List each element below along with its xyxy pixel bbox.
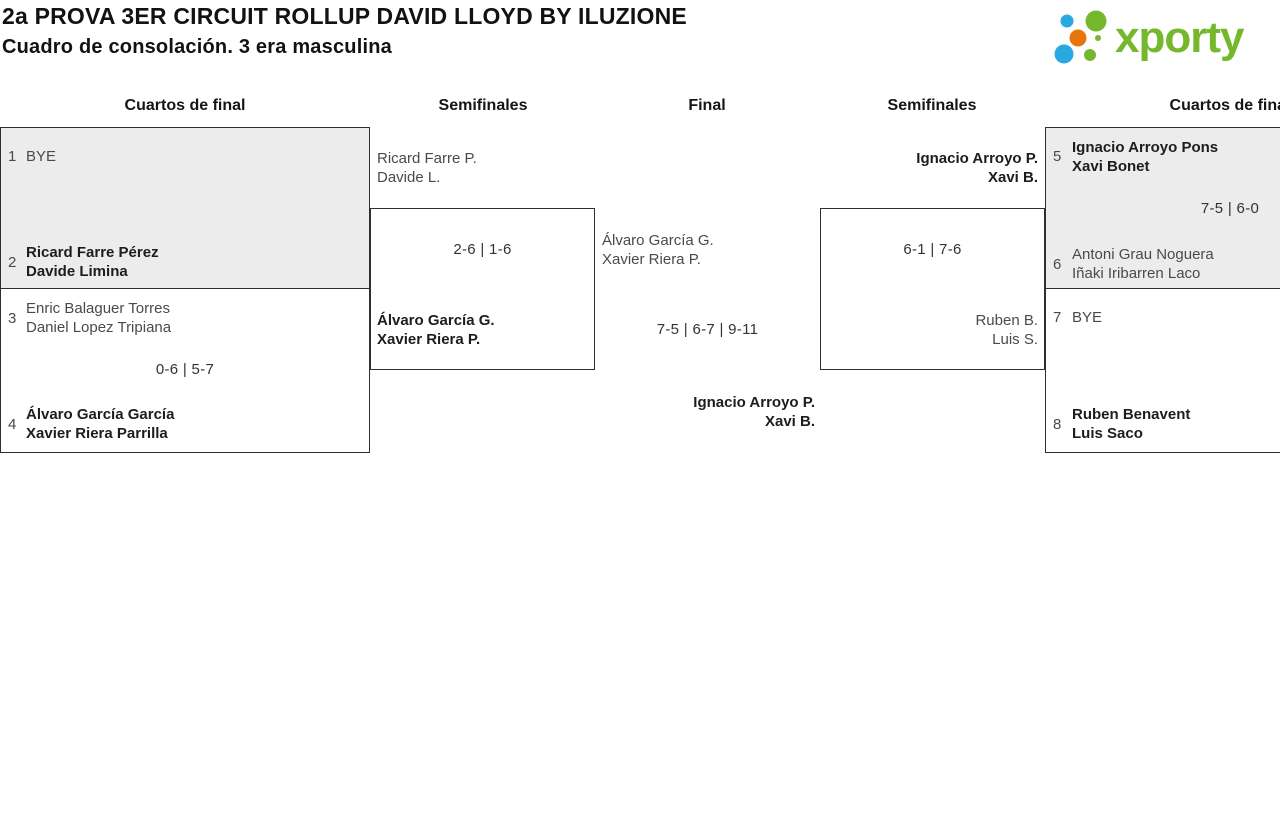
final-bottom-team: Ignacio Arroyo P. Xavi B. [595, 393, 815, 431]
match-box-qf-right-1 [1045, 127, 1280, 289]
team-name-line: Davide Limina [26, 263, 128, 280]
team-name-line: BYE [26, 148, 57, 165]
sf-left-top-team: Ricard Farre P. Davide L. [377, 149, 477, 187]
qf-left-2-bottom-team: Álvaro García García Xavier Riera Parril… [26, 405, 174, 443]
final-top-team: Álvaro García G. Xavier Riera P. [602, 231, 714, 269]
round-label-semifinals-left: Semifinales [438, 97, 528, 114]
logo-dot-blue-small-icon [1060, 14, 1074, 28]
sf-right-top-team: Ignacio Arroyo P. Xavi B. [820, 149, 1038, 187]
qf-left-1-top-team: BYE [26, 147, 56, 166]
team-name-line: Xavier Riera Parrilla [26, 425, 168, 442]
team-name-line: Ricard Farre Pérez [26, 244, 159, 261]
xporty-logo[interactable]: xporty [1043, 0, 1280, 70]
team-name-line: Enric Balaguer Torres [26, 300, 170, 317]
match-score: 2-6 | 1-6 [453, 241, 512, 258]
team-name-line: Daniel Lopez Tripiana [26, 319, 172, 336]
team-name-line: Álvaro García G. [377, 312, 495, 329]
team-name-line: Iñaki Iribarren Laco [1072, 265, 1201, 282]
logo-dot-green-tiny-icon [1095, 35, 1101, 41]
qf-left-2-top-team: Enric Balaguer Torres Daniel Lopez Tripi… [26, 299, 171, 337]
team-name-line: Ignacio Arroyo P. [693, 394, 815, 411]
team-name-line: Ignacio Arroyo Pons [1072, 139, 1219, 156]
seed-number: 1 [8, 148, 17, 165]
match-box-qf-left-2 [0, 288, 370, 453]
match-box-sf-right [820, 208, 1045, 370]
seed-number: 7 [1053, 309, 1062, 326]
seed-number: 8 [1053, 416, 1062, 433]
round-label-final: Final [688, 97, 726, 114]
match-score: 6-1 | 7-6 [903, 241, 962, 258]
qf-right-2-bottom-team: Ruben Benavent Luis Saco [1072, 405, 1190, 443]
team-name-line: Xavi B. [764, 413, 815, 430]
team-name-line: Xavi B. [987, 169, 1038, 186]
seed-number: 6 [1053, 256, 1062, 273]
match-score: 0-6 | 5-7 [155, 361, 215, 378]
logo-dot-blue-large-icon [1054, 44, 1074, 64]
sf-right-bottom-team: Ruben B. Luis S. [820, 311, 1038, 349]
team-name-line: Ruben B. [975, 312, 1038, 329]
logo-dot-orange-icon [1069, 29, 1087, 47]
team-name-line: Antoni Grau Noguera [1072, 246, 1214, 263]
round-label-quarterfinals-right: Cuartos de final [1169, 97, 1280, 114]
team-name-line: Xavier Riera P. [602, 251, 701, 268]
match-box-sf-left [370, 208, 595, 370]
seed-number: 2 [8, 254, 17, 271]
team-name-line: Luis Saco [1072, 425, 1143, 442]
page-subtitle: Cuadro de consolación. 3 era masculina [2, 36, 392, 58]
team-name-line: Ricard Farre P. [377, 150, 477, 167]
team-name-line: Davide L. [377, 169, 441, 186]
qf-right-2-top-team: BYE [1072, 308, 1102, 327]
team-name-line: Luis S. [992, 331, 1038, 348]
match-box-qf-left-1 [0, 127, 370, 289]
team-name-line: Álvaro García G. [602, 232, 714, 249]
team-name-line: BYE [1072, 309, 1103, 326]
logo-dot-green-large-icon [1085, 10, 1107, 32]
team-name-line: Ruben Benavent [1072, 406, 1191, 423]
xporty-logo-text: xporty [1115, 13, 1245, 62]
logo-dot-green-small-icon [1084, 49, 1096, 61]
team-name-line: Ignacio Arroyo P. [916, 150, 1038, 167]
seed-number: 5 [1053, 148, 1062, 165]
round-label-semifinals-right: Semifinales [887, 97, 977, 114]
qf-left-1-bottom-team: Ricard Farre Pérez Davide Limina [26, 243, 159, 281]
team-name-line: Álvaro García García [26, 406, 175, 423]
round-label-quarterfinals-left: Cuartos de final [124, 97, 246, 114]
match-box-qf-right-2 [1045, 288, 1280, 453]
page-title: 2a PROVA 3ER CIRCUIT ROLLUP DAVID LLOYD … [2, 3, 687, 29]
team-name-line: Xavi Bonet [1072, 158, 1150, 175]
qf-right-1-top-team: Ignacio Arroyo Pons Xavi Bonet [1072, 138, 1218, 176]
seed-number: 3 [8, 310, 17, 327]
match-score: 7-5 | 6-0 [1200, 200, 1260, 217]
match-score: 7-5 | 6-7 | 9-11 [656, 321, 759, 338]
seed-number: 4 [8, 416, 17, 433]
qf-right-1-bottom-team: Antoni Grau Noguera Iñaki Iribarren Laco [1072, 245, 1214, 283]
team-name-line: Xavier Riera P. [377, 331, 481, 348]
sf-left-bottom-team: Álvaro García G. Xavier Riera P. [377, 311, 495, 349]
